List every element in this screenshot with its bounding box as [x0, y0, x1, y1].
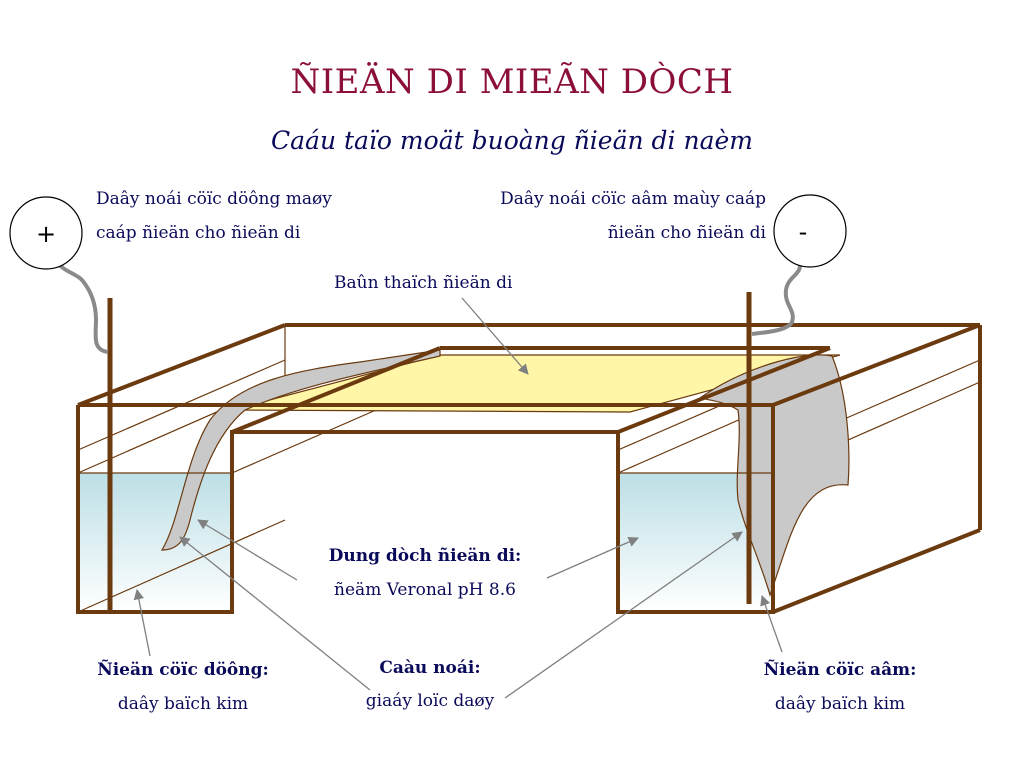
bridge-label-line2: giaáy loïc daøy	[365, 691, 495, 711]
negative-electrode-label-line2: daây baïch kim	[774, 694, 906, 714]
positive-wire-label-line1: Daây noái cöïc döông maøy	[96, 189, 332, 209]
negative-wire-label-line1: Daây noái cöïc aâm maùy caáp	[500, 189, 766, 209]
right-buffer-liquid	[618, 473, 773, 612]
plate-label: Baûn thaïch ñieän di	[334, 273, 513, 293]
positive-terminal	[9, 196, 83, 270]
positive-wire	[54, 254, 109, 354]
negative-electrode-label-line1: Ñieän cöïc aâm:	[763, 660, 917, 680]
positive-electrode-label-line2: daây baïch kim	[117, 694, 249, 714]
buffer-label-line2: ñeäm Veronal pH 8.6	[334, 580, 516, 600]
buffer-label-line1: Dung dòch ñieän di:	[328, 546, 522, 566]
callout-arrows	[133, 297, 783, 699]
page-subtitle: Caáu taïo moät buoàng ñieän di naèm	[271, 126, 753, 155]
positive-terminal-sign: +	[36, 220, 56, 248]
bridge-label-line1: Caàu noái:	[379, 658, 481, 678]
negative-wire	[751, 261, 803, 336]
negative-wire-label-line2: ñieän cho ñieän di	[607, 223, 766, 243]
positive-wire-label-line2: caáp ñieän cho ñieän di	[96, 223, 301, 243]
agar-plate	[231, 354, 841, 413]
positive-electrode-label-line1: Ñieän cöïc döông:	[97, 660, 269, 680]
negative-terminal-sign: -	[799, 218, 808, 246]
page-title: ÑIEÄN DI MIEÃN DÒCH	[290, 62, 734, 102]
negative-terminal	[773, 194, 847, 268]
left-buffer-liquid	[78, 473, 232, 612]
